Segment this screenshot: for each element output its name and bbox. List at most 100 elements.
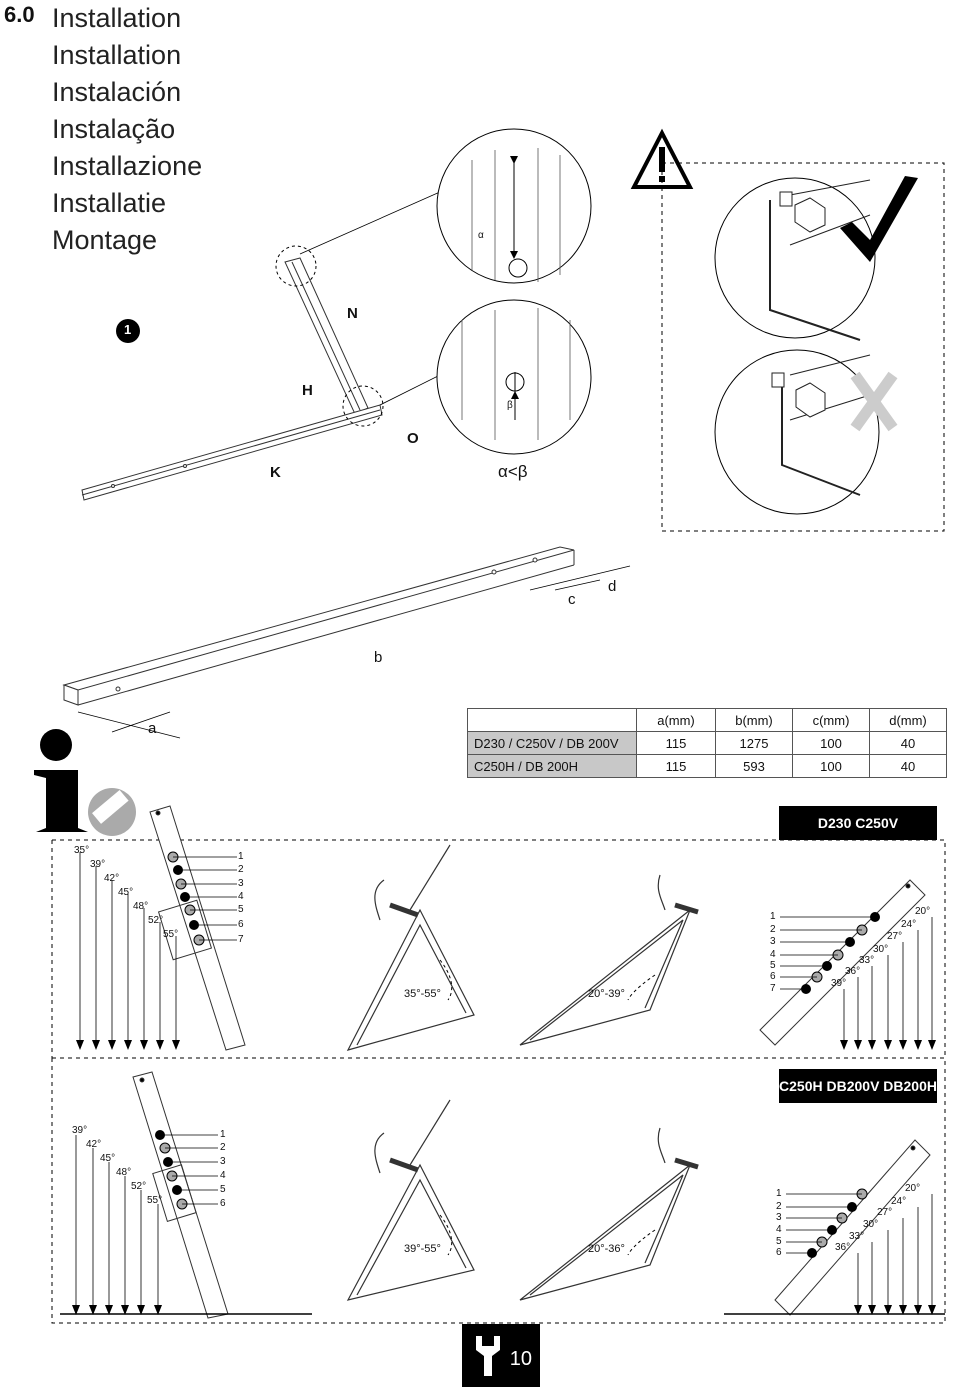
rail-drawing [62, 546, 575, 706]
table-cell: 100 [792, 731, 870, 755]
title-es: Instalación [52, 77, 182, 107]
angle-label: 52° [131, 1181, 147, 1192]
label-o: O [407, 430, 419, 447]
hole-label: 4 [776, 1224, 782, 1235]
table-header-cell: a(mm) [636, 708, 716, 732]
angle-label: 30° [863, 1219, 879, 1230]
table-cell: 1275 [715, 731, 793, 755]
angle-label: 45° [100, 1153, 116, 1164]
correct-incorrect-box [661, 162, 945, 532]
angle-label: 20° [905, 1183, 921, 1194]
hole-label: 3 [776, 1212, 782, 1223]
check-icon [840, 176, 918, 262]
page-number-box: 10 [462, 1324, 540, 1387]
hole-label: 5 [220, 1184, 226, 1195]
label-k: K [270, 464, 281, 481]
hole-label: 2 [770, 924, 776, 935]
angle-range: 39°-55° [404, 1243, 441, 1255]
table-row: D230 / C250V / DB 200V 115 1275 100 40 [467, 731, 947, 755]
hole-label: 7 [770, 983, 776, 994]
hole-label: 2 [776, 1201, 782, 1212]
angle-label: 33° [859, 955, 875, 966]
hole-label: 3 [220, 1156, 226, 1167]
incorrect-detail [714, 349, 880, 515]
title-de: Montage [52, 225, 158, 255]
hole-label: 2 [238, 864, 244, 875]
hole-label: 1 [238, 851, 244, 862]
beta-symbol: β [507, 400, 513, 411]
dim-c: c [568, 591, 576, 608]
warning-icon [630, 128, 694, 189]
hole-label: 5 [770, 960, 776, 971]
wrench-icon [476, 1336, 500, 1376]
section-titles: Installation Installation Instalación In… [52, 0, 202, 259]
label-n: N [347, 305, 358, 322]
dimension-table: a(mm) b(mm) c(mm) d(mm) D230 / C250V / D… [467, 708, 947, 778]
hole-label: 6 [770, 971, 776, 982]
hole-label: 4 [220, 1170, 226, 1181]
angle-label: 55° [147, 1195, 163, 1206]
table-header-cell [467, 708, 637, 732]
table-cell: 100 [792, 754, 870, 778]
hole-label: 5 [776, 1236, 782, 1247]
hole-label: 5 [238, 904, 244, 915]
title-it: Installazione [52, 151, 203, 181]
table-header-cell: b(mm) [715, 708, 793, 732]
angle-label: 27° [887, 931, 903, 942]
hole-label: 4 [770, 949, 776, 960]
angle-label: 35° [74, 845, 90, 856]
table-cell: 115 [636, 754, 716, 778]
ruler-icon [88, 788, 136, 836]
dim-a: a [148, 720, 157, 737]
angle-label: 36° [845, 966, 861, 977]
label-h: H [302, 382, 313, 399]
title-nl: Installatie [52, 188, 167, 218]
model-tag-2: C250H DB200V DB200H [779, 1069, 937, 1103]
angle-label: 30° [873, 944, 889, 955]
hole-label: 3 [238, 878, 244, 889]
hole-label: 1 [220, 1129, 226, 1140]
angle-range: 20°-36° [588, 1243, 625, 1255]
hole-label: 3 [770, 936, 776, 947]
angle-label: 48° [116, 1167, 132, 1178]
angle-label: 48° [133, 901, 149, 912]
step-badge [116, 319, 140, 343]
title-fr: Installation [52, 40, 182, 70]
hole-label: 6 [220, 1198, 226, 1209]
page-number: 10 [509, 1348, 532, 1370]
dim-b: b [374, 649, 383, 666]
angle-label: 33° [849, 1231, 865, 1242]
angle-label: 27° [877, 1207, 893, 1218]
table-cell: D230 / C250V / DB 200V [467, 731, 637, 755]
angle-range: 35°-55° [404, 988, 441, 1000]
table-header-cell: c(mm) [792, 708, 870, 732]
hole-label: 4 [238, 891, 244, 902]
section-number: 6.0 [4, 2, 35, 27]
angle-label: 20° [915, 906, 931, 917]
angle-label: 52° [148, 915, 164, 926]
table-header-row: a(mm) b(mm) c(mm) d(mm) [467, 708, 947, 732]
table-header-cell: d(mm) [869, 708, 947, 732]
hole-label: 1 [770, 911, 776, 922]
angle-label: 36° [835, 1242, 851, 1253]
alpha-symbol: α [478, 230, 484, 241]
angle-label: 24° [901, 919, 917, 930]
angle-label: 42° [104, 873, 120, 884]
title-en: Installation [52, 3, 182, 33]
hole-label: 6 [238, 919, 244, 930]
angle-label: 39° [90, 859, 106, 870]
cross-icon [850, 371, 898, 432]
table-row: C250H / DB 200H 115 593 100 40 [467, 754, 947, 778]
table-cell: 593 [715, 754, 793, 778]
title-pt: Instalação [52, 114, 176, 144]
correct-detail [714, 177, 876, 339]
table-cell: C250H / DB 200H [467, 754, 637, 778]
table-cell: 40 [869, 754, 947, 778]
angle-label: 39° [831, 978, 847, 989]
table-cell: 115 [636, 731, 716, 755]
angle-range: 20°-39° [588, 988, 625, 1000]
hole-label: 2 [220, 1142, 226, 1153]
hole-label: 6 [776, 1247, 782, 1258]
detail-circle-top [275, 245, 317, 287]
